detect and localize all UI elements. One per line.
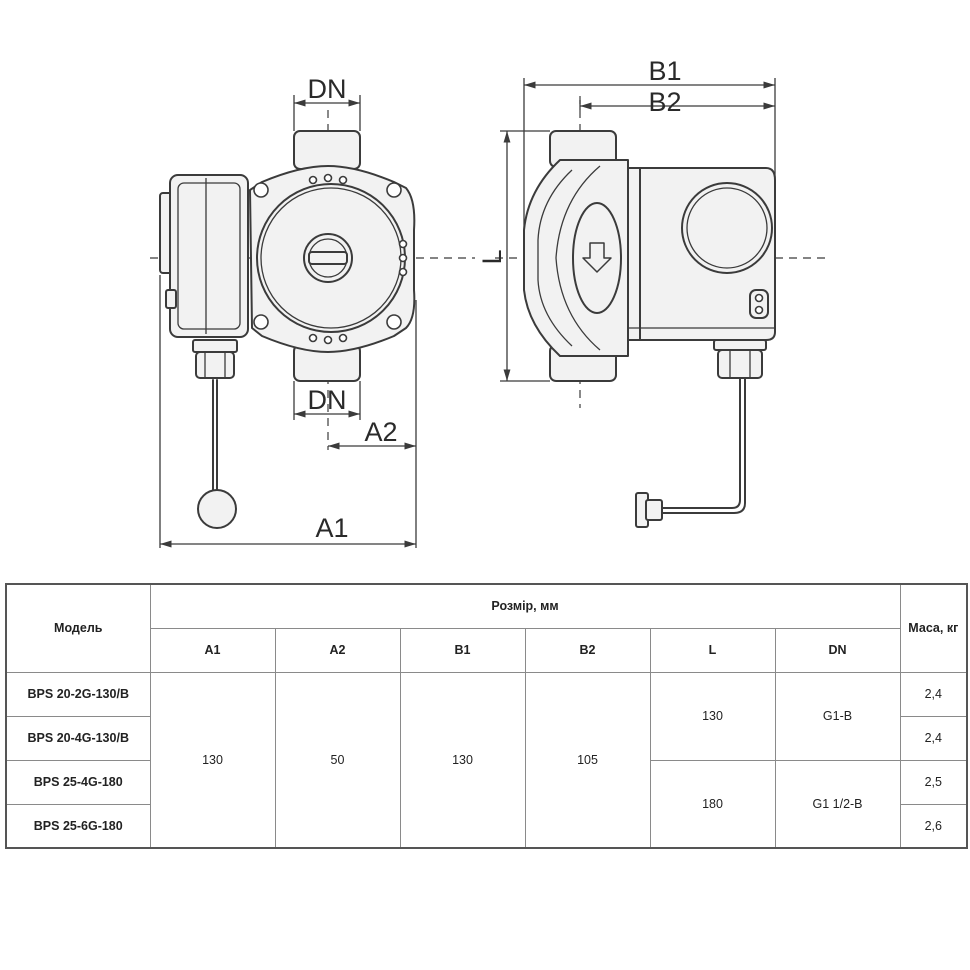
dn-cell-group1: G1-B [774, 671, 901, 761]
table-row: BPS 25-6G-180 2,6 [5, 803, 968, 849]
a1-cell: 130 [149, 671, 276, 849]
side-view-dimensions: L B1 B2 [477, 56, 776, 382]
dim-label-l: L [477, 249, 507, 264]
header-mass: Маса, кг [899, 583, 968, 673]
table-row: BPS 20-2G-130/B 130 50 130 105 130 G1-B … [5, 671, 968, 849]
l-cell-group2: 180 [649, 759, 776, 849]
pump-side-view [495, 96, 825, 528]
front-view-dimensions: DN DN A2 A1 [159, 74, 417, 548]
header-b1: B1 [399, 627, 526, 673]
b1-cell: 130 [399, 671, 526, 849]
dim-label-b1: B1 [648, 56, 681, 86]
b2-cell: 105 [524, 671, 651, 849]
model-cell: BPS 25-4G-180 [5, 759, 151, 805]
dim-label-a2: A2 [364, 417, 397, 447]
header-model: Модель [5, 583, 151, 673]
mass-cell: 2,5 [899, 759, 968, 805]
model-cell: BPS 25-6G-180 [5, 803, 151, 849]
a2-cell: 50 [274, 671, 401, 849]
header-l: L [649, 627, 776, 673]
header-b2: B2 [524, 627, 651, 673]
header-dn: DN [774, 627, 901, 673]
pump-front-view [150, 110, 475, 529]
dimensions-table: Модель Розмір, мм Маса, кг A1 A2 B1 B2 L… [5, 583, 969, 849]
model-cell: BPS 20-2G-130/B [5, 671, 151, 717]
l-cell-group1: 130 [649, 671, 776, 761]
dim-label-a1: A1 [315, 513, 348, 543]
header-size: Розмір, мм [149, 583, 901, 629]
dim-label-b2: B2 [648, 87, 681, 117]
technical-drawing: DN DN A2 A1 [150, 56, 825, 548]
dim-label-dn-bottom: DN [308, 385, 347, 415]
header-a1: A1 [149, 627, 276, 673]
header-a2: A2 [274, 627, 401, 673]
table-row: BPS 20-4G-130/B 2,4 [5, 715, 968, 761]
mass-cell: 2,6 [899, 803, 968, 849]
mass-cell: 2,4 [899, 715, 968, 761]
dim-label-dn-top: DN [308, 74, 347, 104]
model-cell: BPS 20-4G-130/B [5, 715, 151, 761]
mass-cell: 2,4 [899, 671, 968, 717]
table-row: BPS 25-4G-180 180 G1 1/2-B 2,5 [5, 759, 968, 849]
dn-cell-group2: G1 1/2-B [774, 759, 901, 849]
